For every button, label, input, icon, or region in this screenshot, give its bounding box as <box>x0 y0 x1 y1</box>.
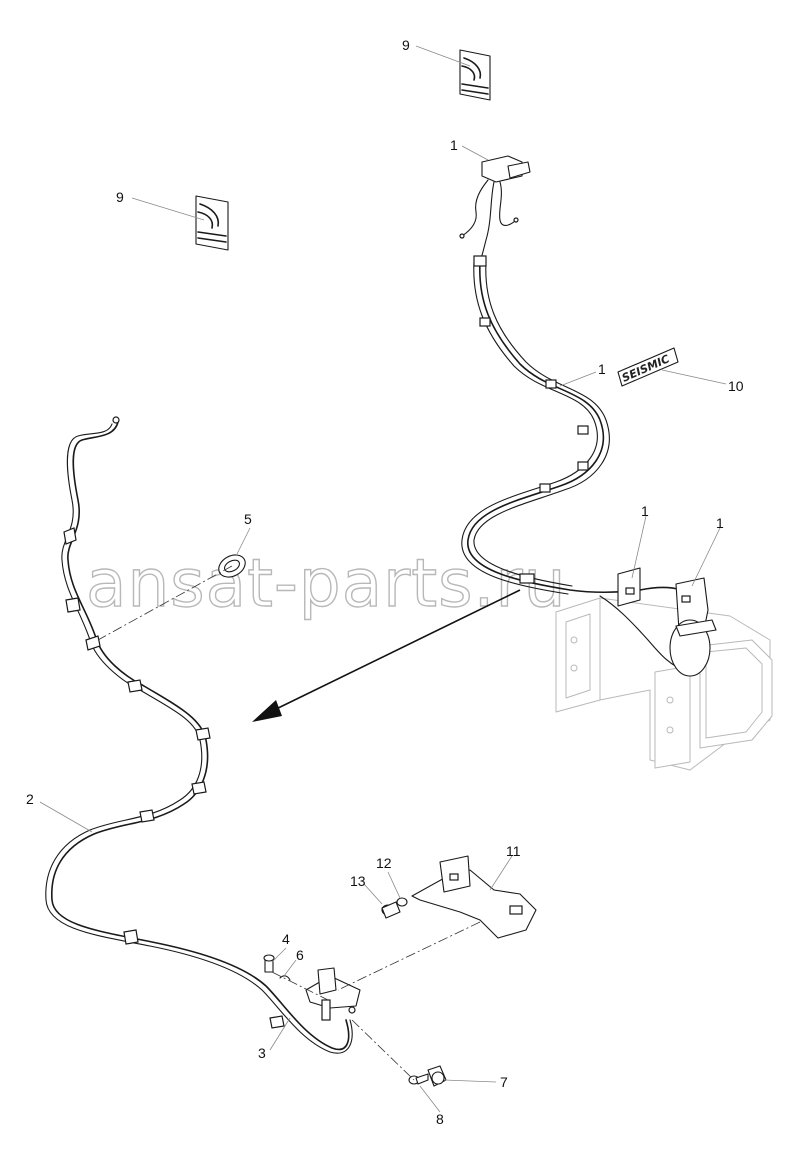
seismic-decal: SEISMIC <box>617 347 679 387</box>
decal-9-lower <box>195 195 229 251</box>
callout-labels: 9 9 1 1 10 1 1 5 2 11 12 13 4 6 3 7 8 <box>26 37 744 1127</box>
seat-frame-ghost <box>555 597 773 771</box>
callout-6: 6 <box>296 947 304 963</box>
nut-12 <box>396 897 408 907</box>
decal-9-upper <box>459 49 491 101</box>
callout-1-bracket-left: 1 <box>641 503 649 519</box>
clamp-7 <box>427 1065 447 1087</box>
callout-3: 3 <box>258 1045 266 1061</box>
alignment-lines <box>97 565 481 1081</box>
callout-12: 12 <box>376 855 392 871</box>
watermark: ansat-parts.ru <box>86 545 566 622</box>
washer-6 <box>279 975 291 981</box>
callout-10: 10 <box>728 378 744 394</box>
callout-7: 7 <box>500 1074 508 1090</box>
callout-2: 2 <box>26 791 34 807</box>
callout-4: 4 <box>282 931 290 947</box>
harness-2 <box>45 416 353 1054</box>
pin-4 <box>263 954 275 973</box>
callout-13: 13 <box>350 873 366 889</box>
screw-8 <box>408 1073 429 1085</box>
harness-1 <box>459 155 717 677</box>
bracket-3 <box>305 967 361 1021</box>
callout-11: 11 <box>506 843 521 859</box>
callout-8: 8 <box>436 1111 444 1127</box>
bolt-13 <box>381 901 401 919</box>
bracket-11 <box>411 855 537 939</box>
callout-leaders <box>39 45 727 1113</box>
callout-5: 5 <box>244 511 252 527</box>
callout-1-trunk: 1 <box>598 361 606 377</box>
callout-9-lower: 9 <box>116 189 124 205</box>
callout-1-bracket-right: 1 <box>716 515 724 531</box>
callout-9-upper: 9 <box>402 37 410 53</box>
callout-1-connector: 1 <box>450 137 458 153</box>
direction-arrow <box>252 589 521 722</box>
